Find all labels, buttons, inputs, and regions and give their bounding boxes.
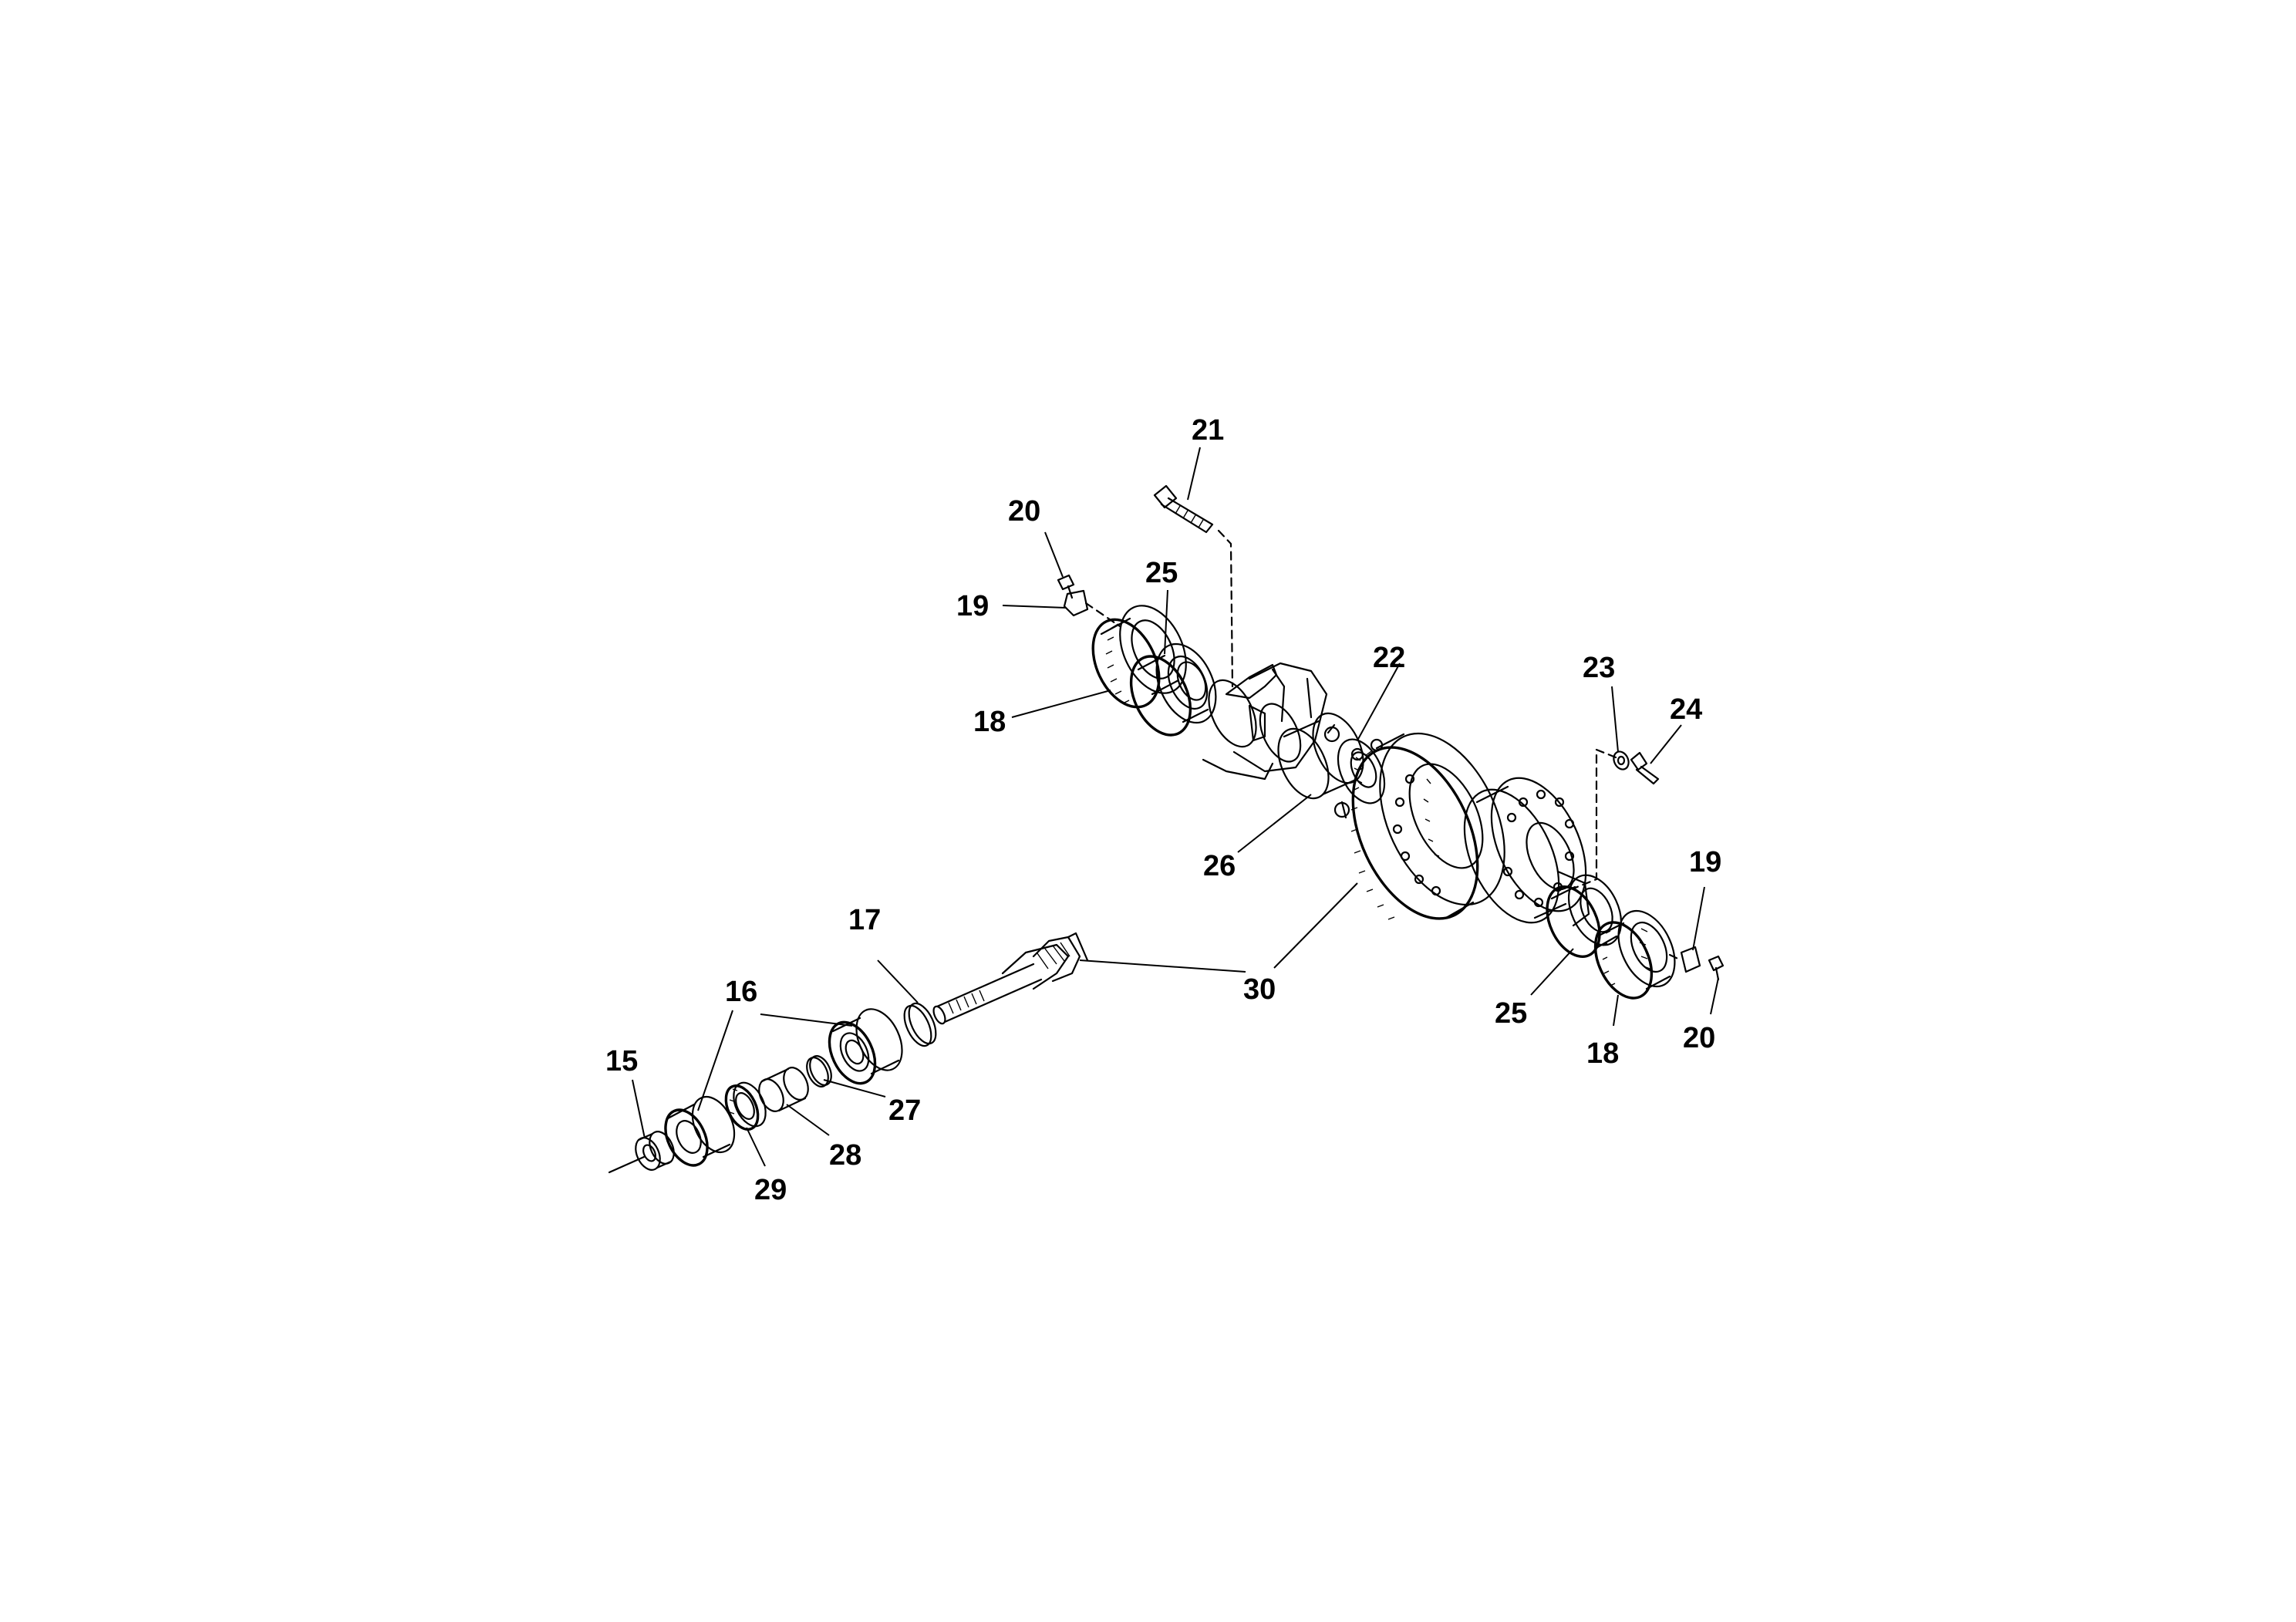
callout-labels: 21 20 19 25 18 22 26 23 24 19 20 25 18 3… <box>605 414 1721 1206</box>
callout-20-left: 20 <box>1008 495 1040 528</box>
part-19-lock-tab-right <box>1668 946 1701 973</box>
part-29-bearing-cage <box>724 1081 767 1131</box>
callout-16: 16 <box>725 976 757 1008</box>
part-24-bolt <box>1572 748 1660 890</box>
callout-26: 26 <box>1203 850 1236 882</box>
callout-20-right: 20 <box>1683 1022 1715 1054</box>
callout-19-right: 19 <box>1689 846 1721 878</box>
part-27-spacer-ring <box>806 1055 832 1088</box>
part-23-washer <box>1613 750 1630 771</box>
part-20-screw-right <box>1708 955 1725 981</box>
part-20-screw-left <box>1057 574 1075 599</box>
callout-22: 22 <box>1373 642 1405 674</box>
differential-case-left <box>1202 662 1328 781</box>
callout-17: 17 <box>848 904 881 936</box>
callout-15: 15 <box>605 1045 638 1077</box>
callout-24: 24 <box>1670 693 1702 726</box>
part-26-side-gear <box>1337 738 1386 804</box>
part-30-crown-wheel <box>1350 732 1505 920</box>
part-15-nut <box>608 1131 675 1174</box>
part-19-lock-tab-left <box>1063 589 1121 628</box>
callout-23: 23 <box>1583 652 1615 684</box>
callout-27: 27 <box>888 1094 921 1127</box>
callout-18-right: 18 <box>1586 1037 1619 1070</box>
callout-18-left: 18 <box>973 706 1006 738</box>
part-16-bearing-inner <box>828 1008 903 1085</box>
callout-19-left: 19 <box>956 590 989 622</box>
part-17-shim <box>903 1002 937 1047</box>
callout-30: 30 <box>1243 973 1276 1006</box>
part-16-bearing-outer <box>664 1095 736 1167</box>
part-28-spacer-sleeve <box>758 1067 809 1112</box>
callout-21: 21 <box>1192 414 1224 447</box>
callout-25-right: 25 <box>1495 997 1527 1030</box>
part-25-bearing-left <box>1129 642 1217 737</box>
callout-leaders <box>632 447 1719 1167</box>
part-25-bearing-right <box>1546 874 1623 959</box>
callout-28: 28 <box>829 1139 861 1172</box>
differential-case-right <box>1463 777 1590 927</box>
part-18-adjusting-ring-right <box>1593 909 1676 1000</box>
part-18-adjusting-ring-left <box>1091 605 1187 709</box>
part-21-bolt <box>1153 484 1234 688</box>
part-30-pinion-shaft <box>932 932 1089 1025</box>
callout-29: 29 <box>754 1174 787 1206</box>
callout-25-left: 25 <box>1145 557 1178 589</box>
